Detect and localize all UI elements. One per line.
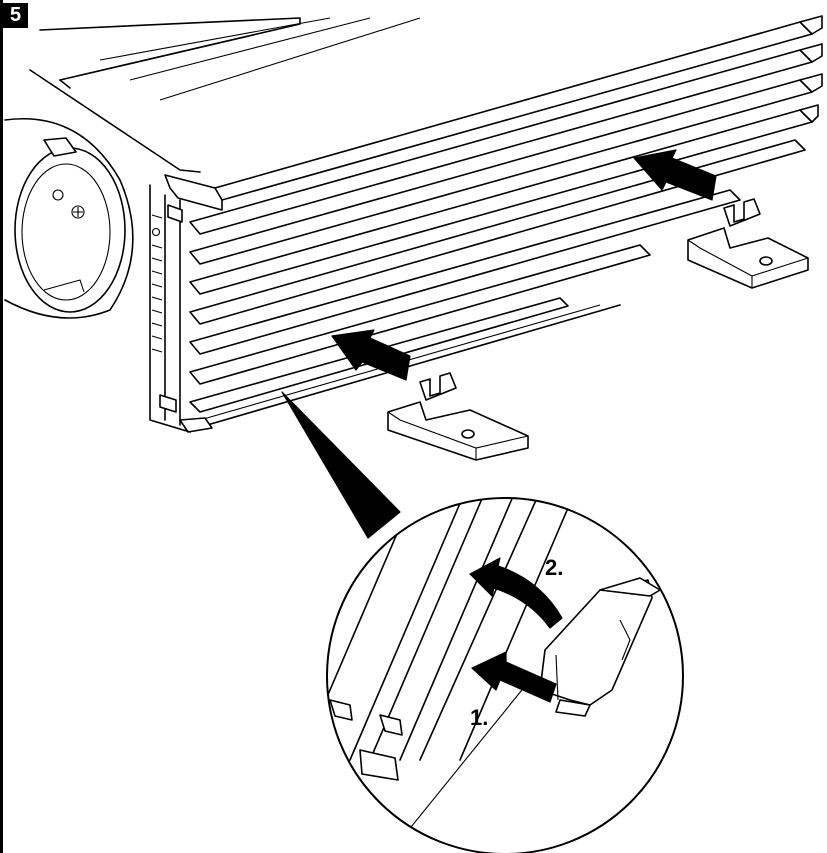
- push-arrow-icon: [471, 651, 557, 703]
- detail-magnifier: [326, 497, 684, 853]
- front-panel: [149, 184, 191, 433]
- push-arrow-icon: [331, 329, 411, 381]
- push-arrow-icon: [633, 149, 717, 201]
- screw-hole-icon: [461, 429, 475, 439]
- heat-sink-fins: [179, 15, 823, 433]
- screw-hole-icon: [759, 256, 773, 266]
- mounting-bracket-left: [387, 372, 529, 461]
- zoom-leader: [281, 391, 401, 539]
- step-2-label: 2.: [545, 555, 564, 580]
- ac-outlet-socket: [4, 118, 134, 319]
- inverter-housing: [29, 17, 421, 211]
- step-number-badge: 5: [3, 3, 28, 28]
- rotate-arrow-icon: [469, 557, 563, 629]
- page-left-border: [0, 0, 3, 853]
- mounting-bracket-right: [687, 198, 809, 289]
- step-1-label: 1.: [470, 705, 489, 730]
